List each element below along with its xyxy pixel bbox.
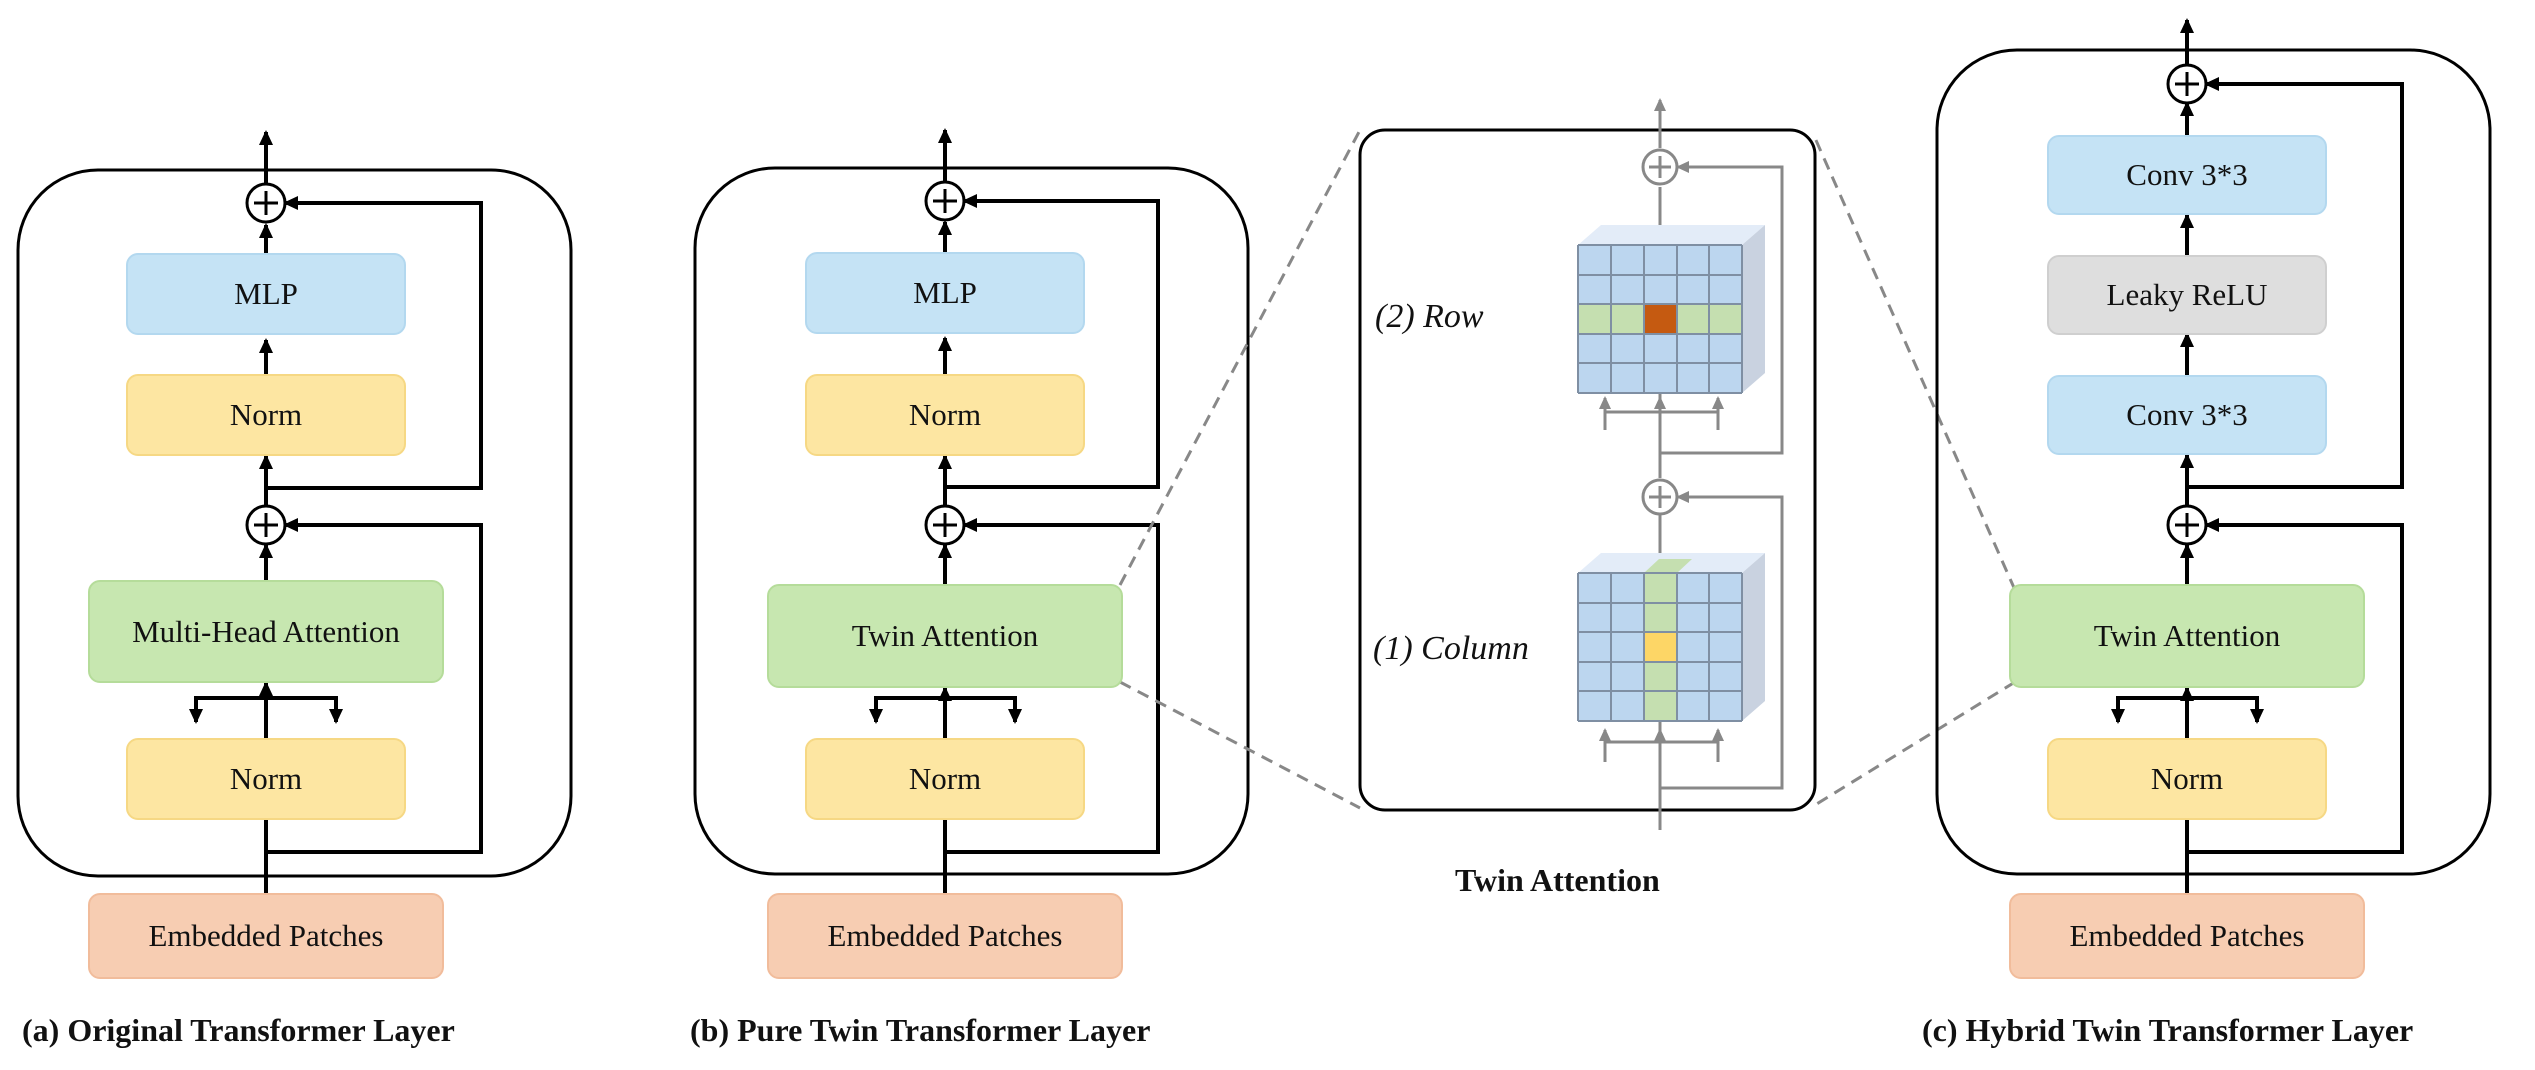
norm-block: Norm <box>2047 738 2327 820</box>
panel-c-diagram <box>1935 18 2492 893</box>
twin-attention-title: Twin Attention <box>1455 862 1660 898</box>
add-node <box>1649 156 1671 178</box>
mlp-block: MLP <box>126 253 406 335</box>
zoom-connector <box>1118 129 1362 586</box>
residual-connection <box>2187 77 2404 489</box>
panel-b-diagram <box>693 128 1250 893</box>
column-attention-grid <box>1577 553 1765 722</box>
leaky-relu-block: Leaky ReLU <box>2047 255 2327 335</box>
add-node <box>1649 486 1671 508</box>
row-label: (2) Row <box>1375 298 1484 335</box>
norm-block: Norm <box>126 738 406 820</box>
grid-top-face <box>1578 225 1765 245</box>
conv-block: Conv 3*3 <box>2047 375 2327 455</box>
zoom-connector <box>1119 680 1361 810</box>
row-center-cell <box>1644 304 1677 334</box>
add-node <box>933 513 957 537</box>
embedded-patches-block: Embedded Patches <box>2009 893 2365 979</box>
zoom-connector <box>1813 137 2017 591</box>
column-label: (1) Column <box>1373 630 1529 667</box>
column-center-cell <box>1644 632 1677 662</box>
norm-block: Norm <box>805 374 1085 456</box>
twin-attention-detail <box>1358 98 1817 830</box>
embedded-patches-block: Embedded Patches <box>767 893 1123 979</box>
grid-side-face <box>1742 225 1765 393</box>
panel-b-border <box>693 166 1250 876</box>
residual-connection <box>945 518 1160 854</box>
twin-attention-block: Twin Attention <box>2009 584 2365 688</box>
panel-a-diagram <box>16 130 573 895</box>
attention-block: Multi-Head Attention <box>88 580 444 683</box>
add-node <box>933 189 957 213</box>
residual-connection <box>266 518 483 854</box>
embedded-patches-block: Embedded Patches <box>88 893 444 979</box>
residual-connection <box>1660 491 1784 790</box>
panel-c-caption: (c) Hybrid Twin Transformer Layer <box>1922 1012 2414 1048</box>
add-node <box>2175 513 2199 537</box>
zoom-connector <box>1814 680 2016 807</box>
residual-connection <box>945 194 1160 489</box>
twin-attention-block: Twin Attention <box>767 584 1123 688</box>
add-node <box>254 513 278 537</box>
norm-block: Norm <box>126 374 406 456</box>
add-node <box>2175 72 2199 96</box>
conv-block: Conv 3*3 <box>2047 135 2327 215</box>
grid-side-face <box>1742 553 1765 721</box>
residual-connection <box>266 196 483 490</box>
residual-connection <box>1660 161 1784 455</box>
norm-block: Norm <box>805 738 1085 820</box>
column-highlight-top <box>1644 559 1692 573</box>
panel-a-border <box>16 168 573 878</box>
mlp-block: MLP <box>805 252 1085 334</box>
panel-a-caption: (a) Original Transformer Layer <box>22 1012 455 1048</box>
add-node <box>254 191 278 215</box>
panel-c-border <box>1935 48 2492 876</box>
residual-connection <box>2187 518 2404 854</box>
row-attention-grid <box>1577 225 1765 394</box>
panel-b-caption: (b) Pure Twin Transformer Layer <box>690 1012 1151 1048</box>
